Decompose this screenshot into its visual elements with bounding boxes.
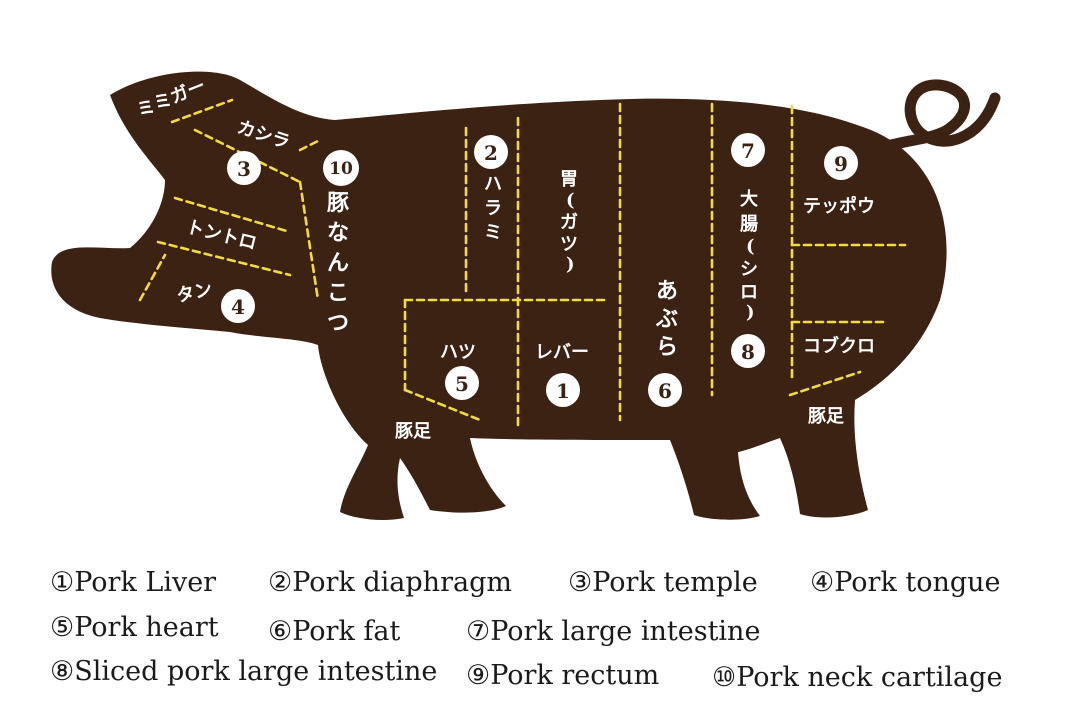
- label-harami-char: ミ: [484, 222, 502, 243]
- badge-8-number: 8: [741, 340, 755, 364]
- pig-body: [51, 71, 947, 520]
- badge-1-number: 1: [556, 379, 570, 403]
- badge-6: 6: [648, 373, 682, 407]
- number-badges: 1 2 3 4 5 6 7 8: [221, 133, 858, 407]
- badge-9-number: 9: [834, 152, 848, 176]
- label-harami-char: ラ: [484, 198, 502, 219]
- legend-item-4: ④Pork tongue: [810, 567, 1001, 598]
- badge-6-number: 6: [658, 379, 672, 403]
- badge-4: 4: [221, 289, 255, 323]
- legend-item-6: ⑥Pork fat: [268, 616, 401, 647]
- label-nankotsu-char: ん: [327, 250, 349, 276]
- label-shiro-char: シ: [740, 259, 758, 280]
- label-abura-char: あ: [656, 278, 678, 304]
- label-abura-char: ぶ: [655, 306, 678, 332]
- badge-5-number: 5: [455, 372, 469, 396]
- label-tonsoku-back: 豚足: [808, 406, 844, 427]
- label-hatsu: ハツ: [440, 342, 476, 363]
- label-abura-char: ら: [656, 334, 678, 360]
- legend-item-2: ②Pork diaphragm: [268, 567, 512, 598]
- badge-3: 3: [227, 151, 261, 185]
- label-teppou: テッポウ: [803, 195, 875, 217]
- legend-item-5: ⑤Pork heart: [50, 612, 219, 643]
- badge-7: 7: [731, 133, 765, 167]
- legend-item-3: ③Pork temple: [568, 567, 758, 598]
- label-nankotsu-char: こ: [327, 280, 349, 306]
- badge-10: 10: [323, 150, 359, 186]
- badge-7-number: 7: [741, 139, 755, 163]
- label-shiro-char: ロ: [740, 282, 758, 303]
- label-reba: レバー: [535, 342, 589, 363]
- label-nankotsu: 豚 な ん こ つ: [327, 190, 357, 336]
- label-gatsu-char: (: [566, 190, 575, 211]
- badge-4-number: 4: [231, 295, 245, 319]
- label-shiro-char: 大: [740, 188, 758, 210]
- badge-8: 8: [731, 334, 765, 368]
- badge-10-number: 10: [329, 159, 353, 179]
- badge-3-number: 3: [237, 157, 251, 181]
- badge-9: 9: [824, 146, 858, 180]
- label-shiro-char: 腸: [740, 214, 758, 235]
- label-gatsu-char: ツ: [560, 234, 578, 255]
- label-gatsu-char: ): [566, 254, 575, 275]
- cut-lines: [138, 98, 907, 427]
- label-harami-char: ハ: [484, 174, 502, 195]
- label-tonsoku-front: 豚足: [395, 421, 431, 442]
- legend-item-9: ⑨Pork rectum: [466, 660, 660, 691]
- label-gatsu-char: 胃: [560, 169, 578, 190]
- legend-item-8: ⑧Sliced pork large intestine: [50, 656, 438, 687]
- label-harami: ハ ラ ミ: [484, 174, 508, 243]
- label-shiro-char: (: [746, 236, 755, 257]
- pig-tail: [869, 79, 1001, 156]
- label-shiro: 大 腸 ( シ ロ ): [740, 188, 764, 323]
- label-gatsu-char: ガ: [560, 212, 578, 233]
- label-nankotsu-char: つ: [327, 310, 349, 336]
- legend-item-1: ①Pork Liver: [50, 567, 217, 598]
- badge-2-number: 2: [484, 141, 498, 165]
- legend-item-10: ⑩Pork neck cartilage: [712, 662, 1003, 693]
- badge-2: 2: [474, 135, 508, 169]
- label-abura: あ ぶ ら: [655, 278, 686, 360]
- label-kobukuro: コブクロ: [803, 335, 875, 357]
- label-gatsu: 胃 ( ガ ツ ): [560, 169, 584, 275]
- pig-silhouette: [51, 71, 1001, 520]
- label-nankotsu-char: 豚: [327, 190, 349, 216]
- badge-1: 1: [546, 373, 580, 407]
- label-nankotsu-char: な: [327, 220, 349, 246]
- legend-item-7: ⑦Pork large intestine: [466, 616, 761, 647]
- label-shiro-char: ): [746, 302, 755, 323]
- badge-5: 5: [445, 366, 479, 400]
